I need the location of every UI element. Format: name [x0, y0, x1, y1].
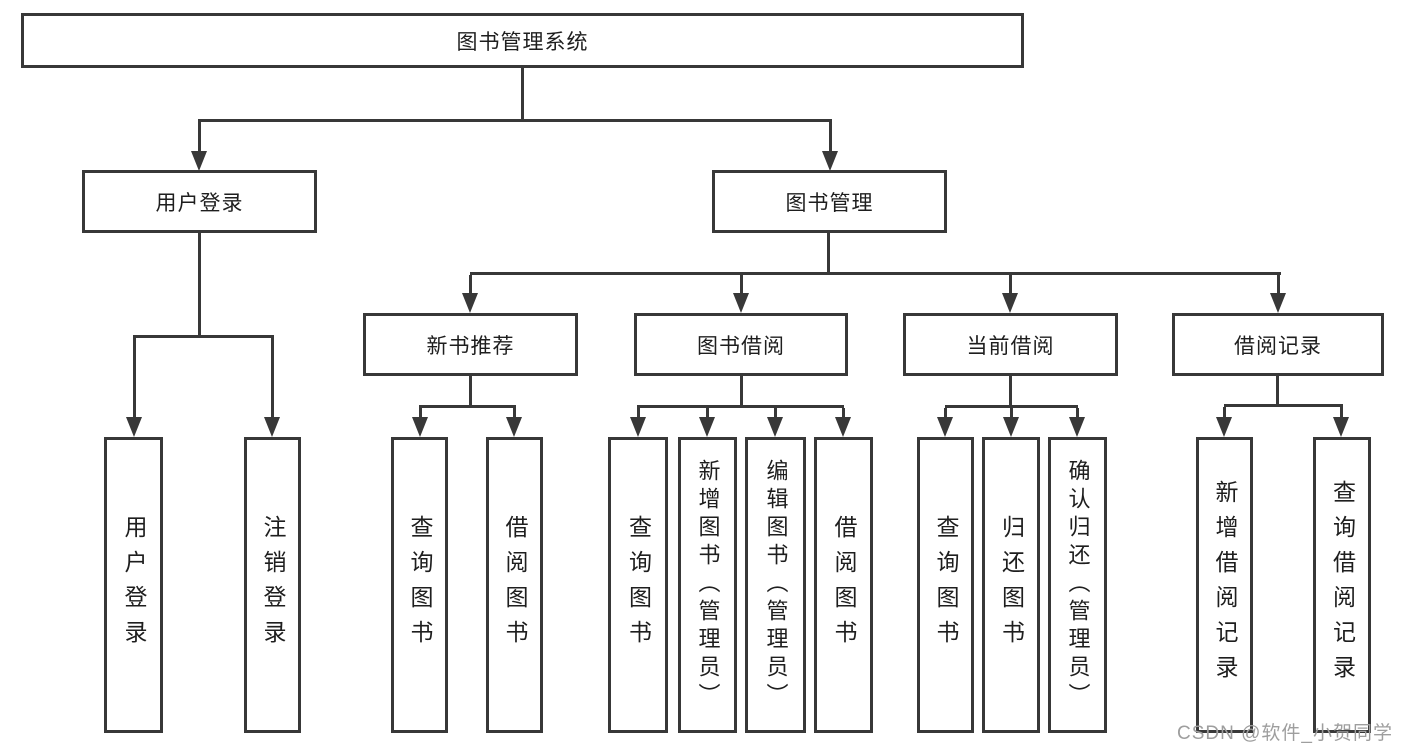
node-book-management: 图书管理 — [712, 170, 947, 233]
leaf-br-add-record-label: 新增借阅记录 — [1212, 480, 1238, 690]
arrowhead-down-icon — [767, 417, 783, 437]
connector-bb-drop-1 — [637, 408, 640, 417]
connector-root-hbar — [198, 119, 832, 122]
leaf-bb-query-book-label: 查询图书 — [625, 515, 652, 655]
arrowhead-down-icon — [126, 417, 142, 437]
connector-bm-vline — [827, 233, 830, 272]
leaf-cb-confirm-return-admin-label: 确认归还（管理员） — [1065, 459, 1091, 711]
leaf-bb-borrow-book-label: 借阅图书 — [831, 515, 857, 655]
connector-cb-drop-3 — [1076, 408, 1079, 417]
node-root-label: 图书管理系统 — [456, 30, 589, 54]
node-new-book-recommend: 新书推荐 — [363, 313, 578, 376]
arrowhead-down-icon — [264, 417, 280, 437]
leaf-bb-borrow-book: 借阅图书 — [814, 437, 873, 733]
connector-nb-drop-2 — [513, 408, 516, 417]
leaf-br-query-record: 查询借阅记录 — [1313, 437, 1371, 733]
leaf-cb-confirm-return-admin: 确认归还（管理员） — [1048, 437, 1107, 733]
arrowhead-down-icon — [462, 293, 478, 313]
arrowhead-down-icon — [1003, 417, 1019, 437]
arrowhead-down-icon — [630, 417, 646, 437]
node-current-borrow: 当前借阅 — [903, 313, 1118, 376]
node-current-borrow-label: 当前借阅 — [966, 334, 1055, 358]
node-book-borrow: 图书借阅 — [634, 313, 848, 376]
connector-br-hbar — [1224, 404, 1343, 407]
connector-cb-drop-2 — [1010, 408, 1013, 417]
connector-br-vline — [1276, 376, 1279, 404]
node-book-management-label: 图书管理 — [785, 191, 874, 215]
node-user-login: 用户登录 — [82, 170, 317, 233]
leaf-bb-add-book-admin-label: 新增图书（管理员） — [695, 459, 721, 711]
node-user-login-label: 用户登录 — [155, 191, 244, 215]
leaf-cb-return-book: 归还图书 — [982, 437, 1040, 733]
leaf-logout-label: 注销登录 — [260, 515, 286, 655]
leaf-br-add-record: 新增借阅记录 — [1196, 437, 1253, 733]
connector-br-drop-2 — [1340, 407, 1343, 417]
arrowhead-down-icon — [506, 417, 522, 437]
arrowhead-down-icon — [1069, 417, 1085, 437]
connector-cb-drop-1 — [944, 408, 947, 417]
leaf-cb-return-book-label: 归还图书 — [998, 515, 1025, 655]
arrowhead-down-icon — [1002, 293, 1018, 313]
connector-cb-hbar — [945, 405, 1078, 408]
leaf-nb-borrow-book: 借阅图书 — [486, 437, 543, 733]
connector-bm-drop-1 — [469, 275, 472, 293]
connector-ul-drop-1 — [133, 338, 136, 417]
connector-bb-drop-2 — [706, 408, 709, 417]
leaf-cb-query-book: 查询图书 — [917, 437, 974, 733]
connector-bb-drop-3 — [774, 408, 777, 417]
arrowhead-down-icon — [733, 293, 749, 313]
node-book-borrow-label: 图书借阅 — [697, 334, 785, 358]
leaf-logout: 注销登录 — [244, 437, 301, 733]
node-new-book-recommend-label: 新书推荐 — [426, 334, 515, 358]
connector-ul-drop-2 — [271, 338, 274, 417]
connector-bb-vline — [740, 376, 743, 405]
leaf-user-login-label: 用户登录 — [121, 515, 147, 655]
csdn-watermark: CSDN @软件_小贺同学 — [1177, 723, 1393, 744]
connector-br-drop-1 — [1223, 407, 1226, 417]
arrowhead-down-icon — [191, 151, 207, 171]
arrowhead-down-icon — [835, 417, 851, 437]
leaf-nb-query-book: 查询图书 — [391, 437, 448, 733]
leaf-br-query-record-label: 查询借阅记录 — [1329, 480, 1356, 690]
arrowhead-down-icon — [699, 417, 715, 437]
connector-bb-hbar — [637, 405, 844, 408]
leaf-bb-edit-book-admin: 编辑图书（管理员） — [745, 437, 806, 733]
node-root-system: 图书管理系统 — [21, 13, 1024, 68]
connector-bm-drop-2 — [740, 275, 743, 293]
arrowhead-down-icon — [1333, 417, 1349, 437]
leaf-bb-add-book-admin: 新增图书（管理员） — [678, 437, 737, 733]
connector-root-vline — [521, 68, 524, 119]
connector-bm-drop-3 — [1009, 275, 1012, 293]
connector-bm-hbar — [470, 272, 1281, 275]
leaf-bb-edit-book-admin-label: 编辑图书（管理员） — [763, 459, 789, 711]
connector-ul-hbar — [133, 335, 274, 338]
connector-root-drop-left — [198, 122, 201, 151]
arrowhead-down-icon — [937, 417, 953, 437]
leaf-bb-query-book: 查询图书 — [608, 437, 668, 733]
arrowhead-down-icon — [1216, 417, 1232, 437]
connector-nb-vline — [469, 376, 472, 405]
arrowhead-down-icon — [822, 151, 838, 171]
leaf-nb-query-book-label: 查询图书 — [407, 515, 433, 655]
connector-root-drop-right — [829, 122, 832, 151]
leaf-nb-borrow-book-label: 借阅图书 — [502, 515, 528, 655]
connector-nb-drop-1 — [419, 408, 422, 417]
connector-ul-vline — [198, 233, 201, 335]
connector-cb-vline — [1009, 376, 1012, 405]
connector-bb-drop-4 — [842, 408, 845, 417]
leaf-cb-query-book-label: 查询图书 — [933, 515, 959, 655]
arrowhead-down-icon — [412, 417, 428, 437]
connector-nb-hbar — [419, 405, 516, 408]
leaf-user-login: 用户登录 — [104, 437, 163, 733]
connector-bm-drop-4 — [1277, 275, 1280, 293]
node-borrow-record: 借阅记录 — [1172, 313, 1384, 376]
arrowhead-down-icon — [1270, 293, 1286, 313]
node-borrow-record-label: 借阅记录 — [1234, 334, 1322, 358]
